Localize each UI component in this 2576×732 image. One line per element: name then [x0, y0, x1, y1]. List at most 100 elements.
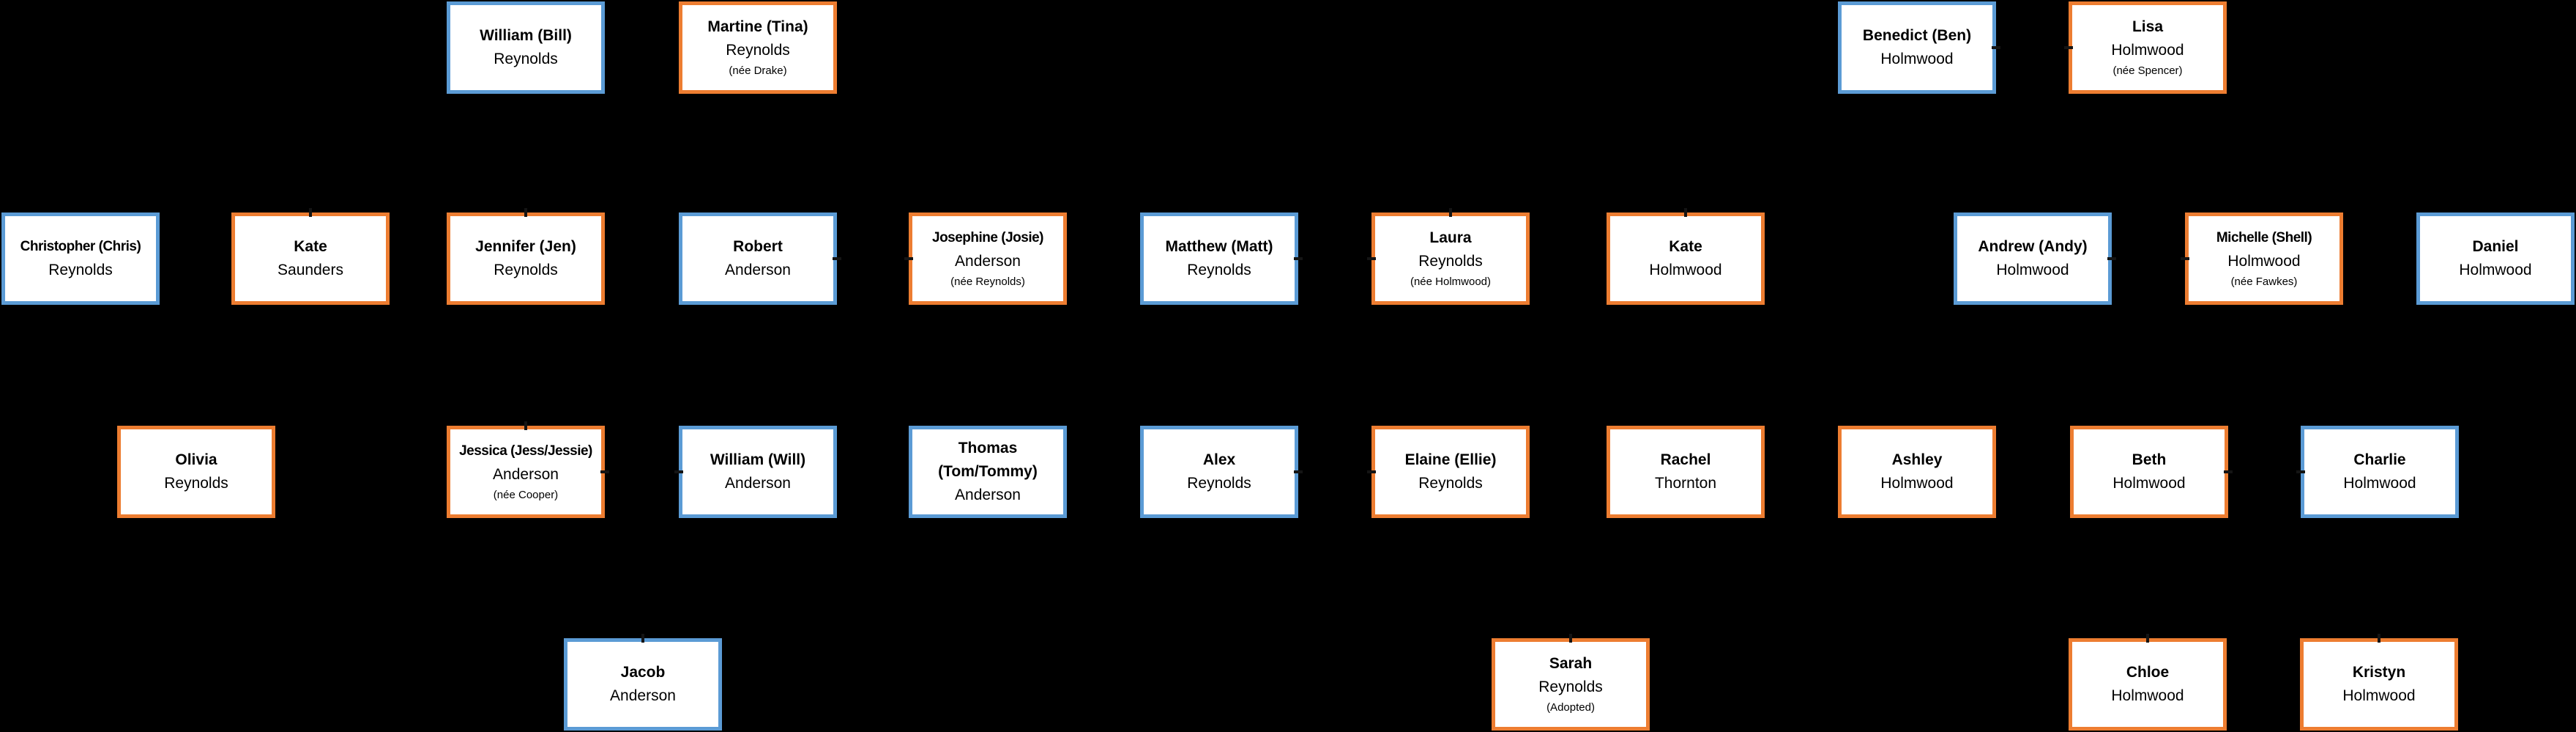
person-name: Thomas [958, 440, 1018, 456]
person-surname: Anderson [725, 475, 791, 492]
person-name: Andrew (Andy) [1978, 238, 2088, 255]
person-surname: Anderson [725, 262, 791, 278]
person-surname: Holmwood [1880, 51, 1954, 67]
person-name: Jacob [620, 664, 666, 681]
person-surname: Holmwood [1880, 475, 1954, 492]
person-name: Michelle (Shell) [2216, 230, 2312, 245]
person-surname: Reynolds [1187, 262, 1251, 278]
person-box-christopher: Christopher (Chris)Reynolds [1, 212, 160, 305]
person-surname: Anderson [955, 253, 1021, 270]
person-surname: Holmwood [2343, 475, 2416, 492]
person-name: Jennifer (Jen) [475, 238, 576, 255]
person-note: (née Holmwood) [1410, 276, 1492, 288]
person-name: Robert [733, 238, 783, 255]
person-name: William (Will) [710, 451, 806, 468]
person-name: Matthew (Matt) [1165, 238, 1273, 255]
person-name: Martine (Tina) [707, 18, 808, 35]
person-note: (née Cooper) [493, 489, 559, 501]
person-surname: Holmwood [2342, 687, 2416, 704]
person-name: Benedict (Ben) [1862, 27, 1972, 44]
person-box-josephine: Josephine (Josie)Anderson(née Reynolds) [904, 212, 1067, 305]
person-surname: Reynolds [1418, 253, 1483, 270]
connector-stub-right [600, 470, 609, 473]
person-name: William (Bill) [480, 27, 572, 44]
person-box-jessica: Jessica (Jess/Jessie)Anderson(née Cooper… [447, 421, 609, 518]
person-name: Kate [1669, 238, 1702, 255]
person-name: Charlie [2353, 451, 2406, 468]
connector-stub-right [1992, 46, 2000, 49]
person-box-william-bill: William (Bill) Reynolds [447, 1, 605, 94]
person-note: (Adopted) [1546, 701, 1595, 714]
connector-stub-right [833, 257, 841, 260]
person-surname: Reynolds [1538, 679, 1603, 695]
person-surname: Reynolds [494, 262, 558, 278]
connector-stub-left [2181, 257, 2189, 260]
person-name: Daniel [2472, 238, 2519, 255]
person-surname: Saunders [278, 262, 343, 278]
connector-stub-left [2064, 46, 2073, 49]
person-name: Rachel [1660, 451, 1711, 468]
person-name: Chloe [2126, 664, 2170, 681]
person-surname: Reynolds [1187, 475, 1251, 492]
person-name: Olivia [175, 451, 217, 468]
connector-stub-top [641, 634, 644, 643]
person-name: Sarah [1549, 655, 1593, 672]
person-name: Alex [1202, 451, 1236, 468]
person-name: Lisa [2132, 18, 2164, 35]
person-box-benedict: Benedict (Ben) Holmwood [1838, 1, 2000, 94]
person-box-elaine: Elaine (Ellie)Reynolds [1367, 426, 1530, 518]
person-note: (née Reynolds) [950, 276, 1025, 288]
connector-stub-left [2296, 470, 2305, 473]
person-name: Jessica (Jess/Jessie) [459, 443, 592, 459]
connector-stub-left [1367, 470, 1376, 473]
connector-stub-right [2224, 470, 2233, 473]
person-box-martine: Martine (Tina)Reynolds(née Drake) [679, 1, 837, 94]
person-name: Kate [294, 238, 327, 255]
person-surname: Reynolds [164, 475, 228, 492]
connector-stub-top [309, 208, 312, 217]
person-note: (née Fawkes) [2230, 276, 2298, 288]
person-name: Kristyn [2352, 664, 2406, 681]
connector-stub-top [2378, 634, 2380, 643]
person-note: (née Spencer) [2112, 64, 2183, 77]
person-surname: Holmwood [2111, 687, 2184, 704]
person-surname: Holmwood [2111, 42, 2184, 59]
person-surname: Holmwood [2227, 253, 2301, 270]
person-surname: Anderson [955, 487, 1021, 503]
connector-stub-left [674, 470, 683, 473]
connector-stub-top [2146, 634, 2149, 643]
connector-stub-top [524, 208, 527, 217]
person-surname: Holmwood [2112, 475, 2186, 492]
person-box-michelle: Michelle (Shell) Holmwood (née Fawkes) [2181, 212, 2343, 305]
person-box-matthew: Matthew (Matt) Reynolds [1140, 212, 1303, 305]
person-name: Beth [2132, 451, 2167, 468]
person-surname: Reynolds [726, 42, 790, 59]
person-surname: Reynolds [494, 51, 558, 67]
person-surname: Anderson [610, 687, 676, 704]
person-name: Ashley [1891, 451, 1943, 468]
person-name: (Tom/Tommy) [938, 463, 1038, 480]
connector-stub-top [524, 421, 527, 430]
person-name: Christopher (Chris) [20, 239, 141, 254]
person-surname: Reynolds [1418, 475, 1483, 492]
person-box-andrew: Andrew (Andy)Holmwood [1954, 212, 2116, 305]
person-box-william-will: William (Will) Anderson [674, 426, 837, 518]
connector-stub-top [1684, 208, 1687, 217]
connector-stub-right [1294, 257, 1303, 260]
connector-stub-right [1294, 470, 1303, 473]
